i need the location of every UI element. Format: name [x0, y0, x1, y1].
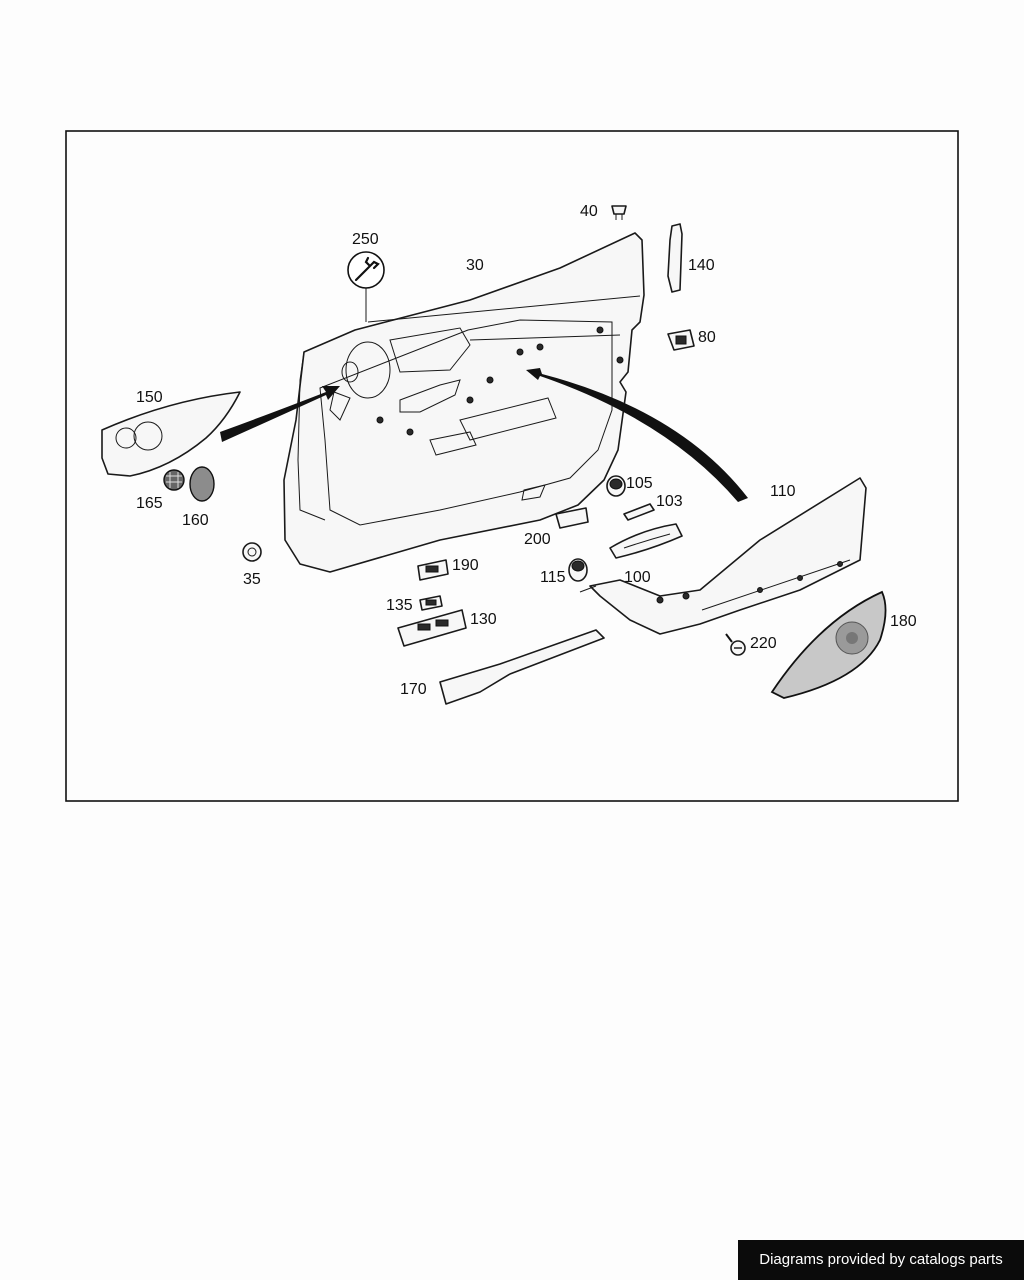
part-130-panel [397, 609, 467, 647]
part-190-switch [417, 559, 449, 581]
part-160-disc [189, 466, 215, 502]
callout-80: 80 [698, 329, 716, 346]
part-105-knob [606, 475, 626, 497]
attribution-footer: Diagrams provided by catalogs parts [738, 1240, 1024, 1280]
callout-165: 165 [136, 495, 163, 512]
callout-35: 35 [243, 571, 261, 588]
callout-40: 40 [580, 203, 598, 220]
part-103-cover [623, 503, 655, 521]
callout-220: 220 [750, 635, 777, 652]
part-110-armrest [579, 477, 867, 635]
part-200-bezel [555, 507, 589, 529]
callout-180: 180 [890, 613, 917, 630]
part-40-clip [611, 205, 627, 220]
callout-140: 140 [688, 257, 715, 274]
callout-200: 200 [524, 531, 551, 548]
part-80-switch [667, 329, 695, 351]
part-100-handle [609, 523, 683, 559]
part-140-trim [667, 223, 683, 293]
part-180-speaker-grille [770, 590, 887, 699]
part-115-knob [568, 558, 588, 582]
assembly-arrow-left [220, 386, 340, 442]
callout-170: 170 [400, 681, 427, 698]
callout-115: 115 [540, 569, 566, 586]
door-panel-30 [283, 232, 645, 573]
callout-130: 130 [470, 611, 497, 628]
callout-160: 160 [182, 512, 209, 529]
part-170-strip [439, 629, 605, 705]
callout-110: 110 [770, 483, 796, 500]
callout-30: 30 [466, 257, 484, 274]
part-220-screw [725, 633, 746, 656]
callout-135: 135 [386, 597, 413, 614]
callout-103: 103 [656, 493, 683, 510]
part-135-switch [419, 595, 443, 611]
service-callout-250 [347, 251, 385, 322]
part-165-grille [163, 469, 185, 491]
callout-190: 190 [452, 557, 479, 574]
callout-100: 100 [624, 569, 651, 586]
diagram-frame [65, 130, 959, 802]
part-150-cover [101, 391, 241, 477]
callout-150: 150 [136, 389, 163, 406]
part-35-plug [242, 542, 262, 562]
callout-105: 105 [626, 475, 653, 492]
callout-250: 250 [352, 231, 379, 248]
